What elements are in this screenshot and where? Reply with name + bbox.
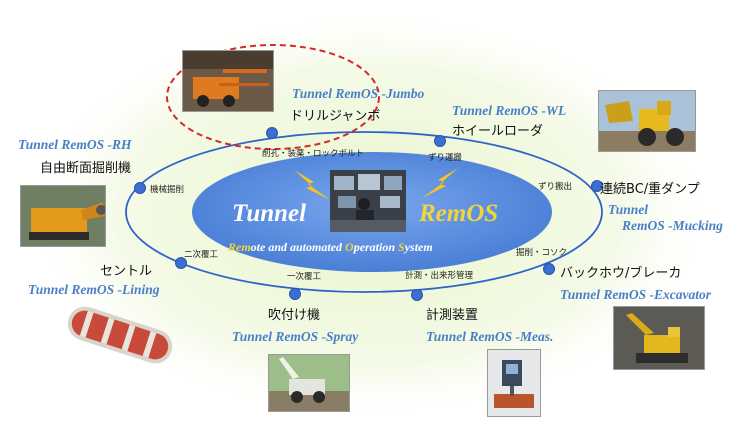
center-title-tunnel: Tunnel (232, 200, 307, 227)
drill-jumbo-photo (182, 50, 274, 112)
machine-name-spray: 吹付け機 (268, 308, 321, 323)
subtitle-part: ote and automated (250, 240, 346, 254)
system-label-mucking-line2: RemOS -Mucking (622, 218, 723, 233)
system-label-spray: Tunnel RemOS -Spray (232, 329, 359, 344)
center-subtitle: Remote and automated Operation System (228, 240, 433, 255)
task-label-wl: ずり運搬 (428, 153, 463, 163)
subtitle-part: peration (353, 240, 399, 254)
ring-node-jumbo (266, 127, 278, 139)
machine-name-wl: ホイールローダ (452, 124, 544, 139)
machine-name-jumbo: ドリルジャンボ (290, 109, 381, 124)
system-label-rh: Tunnel RemOS -RH (18, 137, 132, 152)
subtitle-part: S (398, 240, 405, 254)
system-label-meas: Tunnel RemOS -Meas. (426, 329, 554, 344)
task-label-spray: 一次覆工 (287, 272, 322, 282)
lightning-bolt-icon (294, 170, 330, 200)
ring-node-rh (134, 182, 146, 194)
excavator-photo (613, 306, 705, 370)
task-label-excavator: 掘削・コソク (516, 248, 568, 258)
task-label-rh: 機械掘削 (150, 185, 185, 195)
spray-machine-photo (268, 354, 350, 412)
machine-name-mucking: 連続BC/重ダンプ (600, 182, 700, 197)
system-label-wl: Tunnel RemOS -WL (452, 103, 567, 118)
center-title-remos: RemOS (419, 200, 499, 227)
task-label-meas: 計測・出来形管理 (405, 271, 474, 281)
task-label-mucking: ずり搬出 (538, 182, 573, 192)
tunnel-lining-form-photo (52, 300, 188, 370)
ring-node-wl (434, 135, 446, 147)
ring-node-excavator (543, 263, 555, 275)
machine-name-rh: 自由断面掘削機 (40, 161, 132, 176)
jumbo-highlight-ellipse (166, 44, 380, 150)
lightning-bolt-icon (422, 168, 458, 198)
subtitle-part: Rem (228, 240, 251, 254)
subtitle-part: ystem (404, 240, 433, 254)
task-label-lining: 二次覆工 (184, 250, 219, 260)
ring-node-meas (411, 289, 423, 301)
process-ring (125, 131, 603, 293)
subtitle-part: O (345, 240, 354, 254)
roadheader-photo (20, 185, 106, 247)
machine-name-meas: 計測装置 (426, 308, 479, 323)
ring-node-lining (175, 257, 187, 269)
measurement-device-photo (487, 349, 541, 417)
system-label-excavator: Tunnel RemOS -Excavator (560, 287, 712, 302)
machine-name-excavator: バックホウ/ブレーカ (560, 266, 682, 281)
machine-name-lining: セントル (100, 264, 153, 279)
task-label-jumbo: 削孔・装薬・ロックボルト (262, 149, 365, 159)
ring-node-mucking (591, 180, 603, 192)
system-label-jumbo: Tunnel RemOS -Jumbo (292, 86, 425, 101)
wheel-loader-photo (598, 90, 696, 152)
operator-room-photo (330, 170, 406, 232)
system-label-lining: Tunnel RemOS -Lining (28, 282, 160, 297)
ring-node-spray (289, 288, 301, 300)
system-label-mucking-line1: Tunnel (608, 202, 649, 217)
